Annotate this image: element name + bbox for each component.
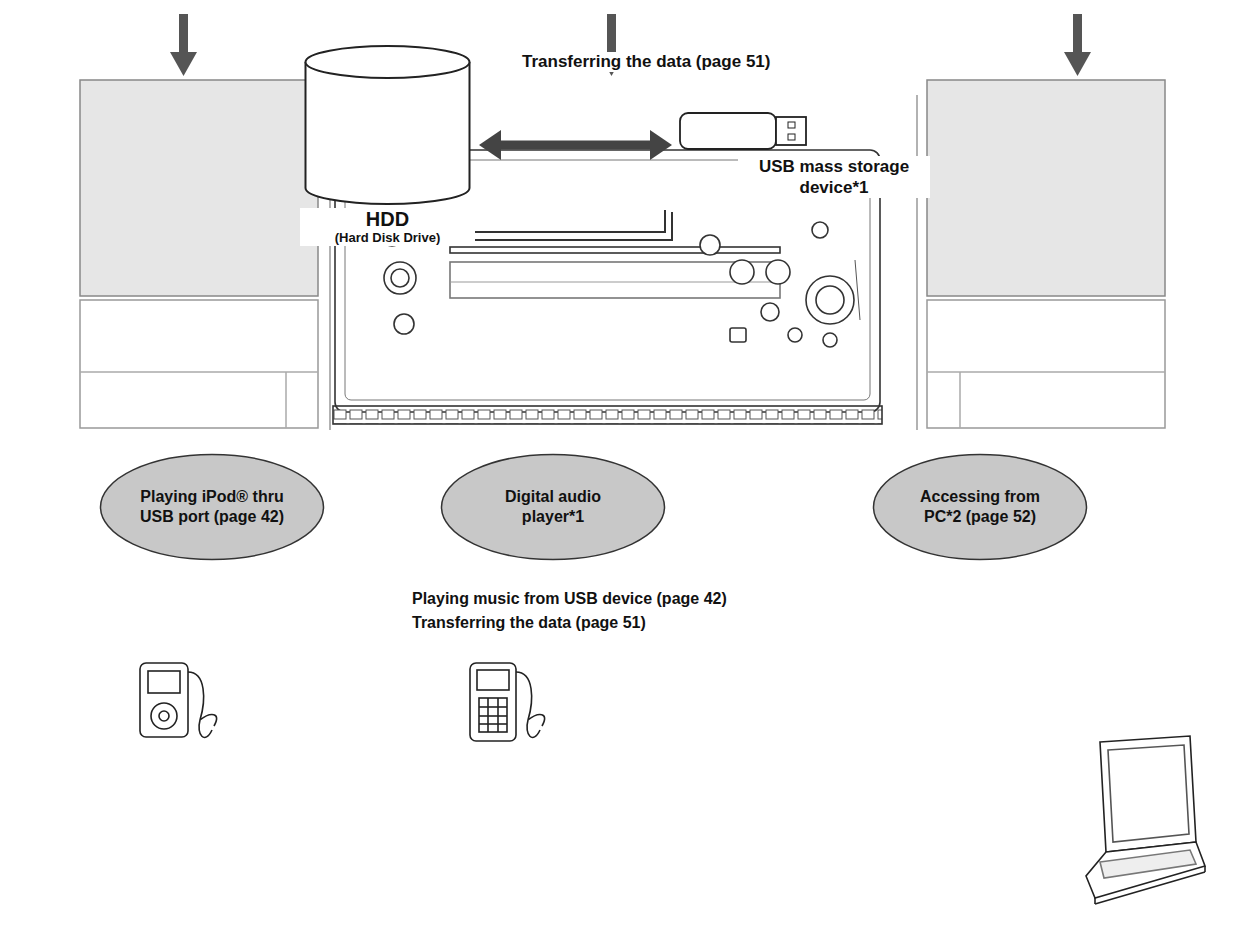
oval bbox=[101, 455, 324, 560]
usb-pin bbox=[788, 134, 795, 140]
hdd-text: HDD(Hard Disk Drive) bbox=[300, 208, 475, 246]
usb-pin bbox=[788, 122, 795, 128]
oval bbox=[874, 455, 1087, 560]
shape bbox=[99, 453, 325, 561]
arrow-head bbox=[479, 130, 501, 160]
oval-label: Digital audio player*1 bbox=[476, 487, 630, 527]
note-label: Playing music from USB device (page 42) bbox=[412, 588, 727, 610]
usb-label: USB mass storage device*1 bbox=[738, 156, 930, 198]
oval-text: Playing iPod® thru USB port (page 42) bbox=[99, 453, 325, 561]
oval-text: Digital audio player*1 bbox=[440, 453, 666, 561]
wire bbox=[470, 210, 665, 232]
shape bbox=[872, 453, 1088, 561]
left-speaker bbox=[80, 80, 330, 430]
oval bbox=[442, 455, 665, 560]
usb-node: USB mass storage device*1 bbox=[676, 104, 934, 208]
cylinder-body bbox=[306, 62, 470, 204]
hdd-subtitle: (Hard Disk Drive) bbox=[300, 230, 475, 246]
arrow-head bbox=[650, 130, 672, 160]
oval-label: Accessing from PC*2 (page 52) bbox=[908, 487, 1052, 527]
laptop-icon bbox=[1086, 736, 1205, 904]
ipod-icon bbox=[140, 663, 217, 737]
oval-node: Digital audio player*1 bbox=[440, 453, 666, 561]
shape bbox=[440, 453, 666, 561]
oval-node: Accessing from PC*2 (page 52) bbox=[872, 453, 1088, 561]
player-icon bbox=[470, 663, 545, 741]
wire bbox=[470, 212, 672, 240]
cylinder-top bbox=[306, 46, 470, 78]
double-arrow bbox=[479, 130, 672, 160]
usb-plug bbox=[776, 117, 806, 145]
oval-node: Playing iPod® thru USB port (page 42) bbox=[99, 453, 325, 561]
hdd-title: HDD bbox=[300, 208, 475, 230]
hdd-node: HDD(Hard Disk Drive) bbox=[300, 40, 475, 258]
oval-label: Playing iPod® thru USB port (page 42) bbox=[135, 487, 289, 527]
note-label: Transferring the data (page 51) bbox=[412, 612, 646, 634]
usb-stick-body bbox=[680, 113, 776, 149]
arrow-shaft bbox=[501, 141, 650, 150]
usb-text: USB mass storage device*1 bbox=[738, 156, 930, 198]
edge-label: Transferring the data (page 51) bbox=[520, 52, 772, 72]
right-speaker bbox=[917, 80, 1165, 430]
oval-text: Accessing from PC*2 (page 52) bbox=[872, 453, 1088, 561]
